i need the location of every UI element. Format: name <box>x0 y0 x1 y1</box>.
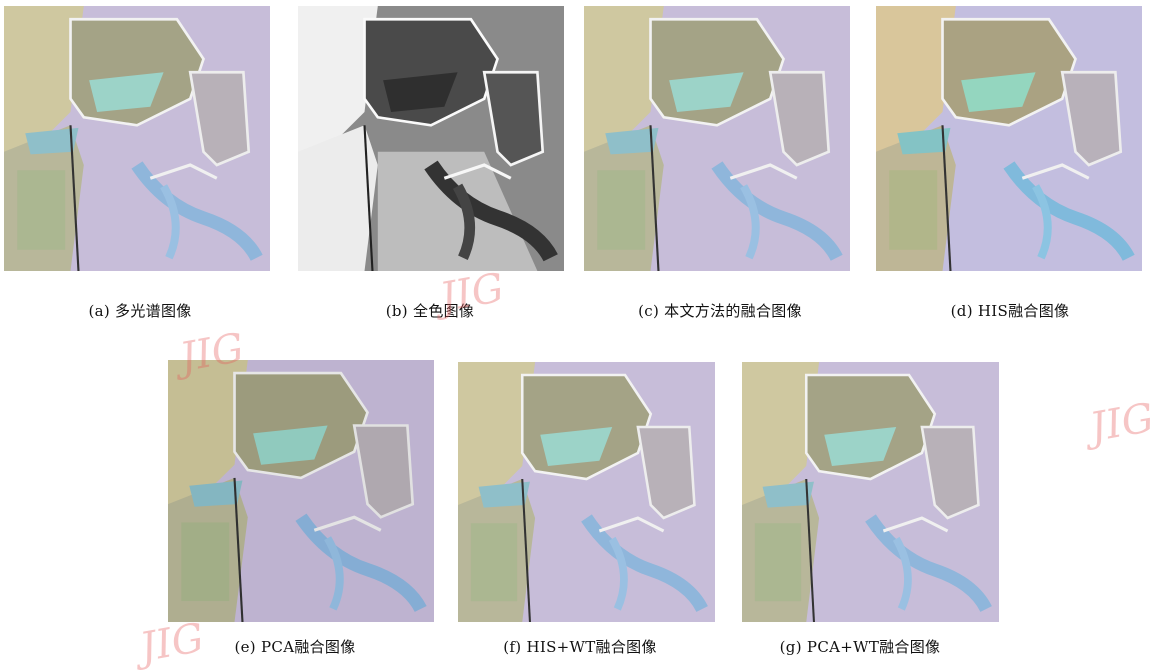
panel-g-pca-wt-fusion-image <box>742 362 999 622</box>
panel-b-panchromatic-image <box>298 6 564 271</box>
panel-f-his-wt-fusion-image <box>458 362 715 622</box>
caption-g: (g) PCA+WT融合图像 <box>779 638 941 656</box>
caption-e: (e) PCA融合图像 <box>234 638 356 656</box>
caption-b: (b) 全色图像 <box>385 302 475 320</box>
caption-d: (d) HIS融合图像 <box>950 302 1070 320</box>
panel-e-pca-fusion-image <box>168 360 434 622</box>
panel-a-multispectral-image <box>4 6 270 271</box>
panel-d-his-fusion-image <box>876 6 1142 271</box>
caption-f: (f) HIS+WT融合图像 <box>503 638 657 656</box>
panel-c-proposed-fusion-image <box>584 6 850 271</box>
caption-a: (a) 多光谱图像 <box>88 302 192 320</box>
watermark-3: JIG <box>1086 394 1153 452</box>
watermark-4: JIG <box>136 614 208 671</box>
caption-c: (c) 本文方法的融合图像 <box>638 302 802 320</box>
